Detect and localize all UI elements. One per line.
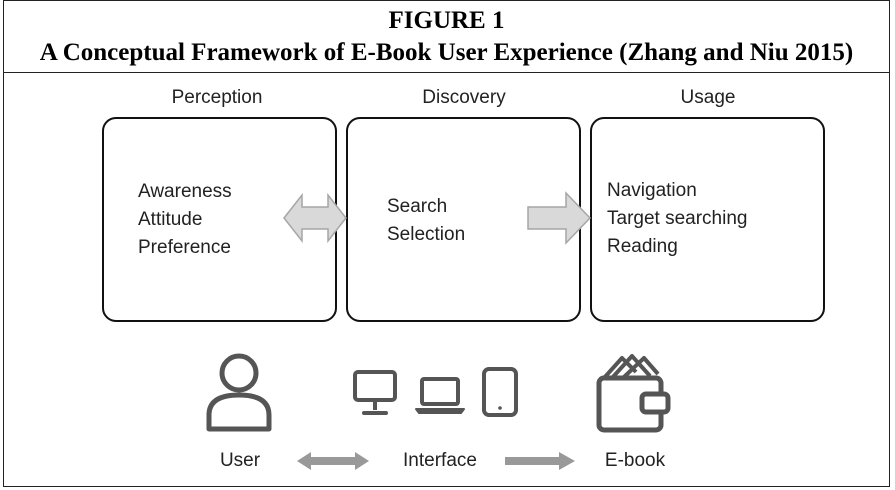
stage-box-usage [590, 117, 825, 322]
bottom-double-arrow-icon [297, 452, 369, 470]
person-outline-icon [206, 353, 272, 432]
interface-label: Interface [403, 450, 477, 471]
wallet-icon [596, 354, 671, 433]
right-arrow-icon [527, 191, 592, 245]
stage-item: Target searching [607, 208, 748, 229]
desktop-monitor-icon [353, 370, 397, 415]
stage-title-perception: Perception [171, 87, 263, 108]
tablet-icon [482, 367, 518, 417]
stage-item: Awareness [138, 181, 232, 202]
laptop-icon [415, 377, 465, 414]
figure-label: FIGURE 1 [388, 7, 505, 34]
stage-items-perception: Awareness Attitude Preference [138, 178, 232, 262]
stage-title-discovery: Discovery [422, 87, 506, 108]
figure-title: A Conceptual Framework of E-Book User Ex… [39, 39, 854, 66]
ebook-label: E-book [604, 450, 666, 471]
figure-header: FIGURE 1 A Conceptual Framework of E-Boo… [4, 1, 889, 73]
stage-item: Search [387, 196, 448, 217]
bottom-right-arrow-icon [505, 452, 575, 470]
stage-item: Reading [607, 236, 678, 257]
user-label: User [219, 450, 261, 471]
stage-items-usage: Navigation Target searching Reading [607, 177, 747, 261]
stage-item: Preference [138, 237, 231, 258]
stage-title-usage: Usage [680, 87, 736, 108]
stage-item: Navigation [607, 180, 697, 201]
double-arrow-icon [283, 192, 347, 244]
stage-items-discovery: Search Selection [387, 193, 465, 249]
stage-item: Selection [387, 224, 466, 245]
stage-item: Attitude [138, 209, 203, 230]
